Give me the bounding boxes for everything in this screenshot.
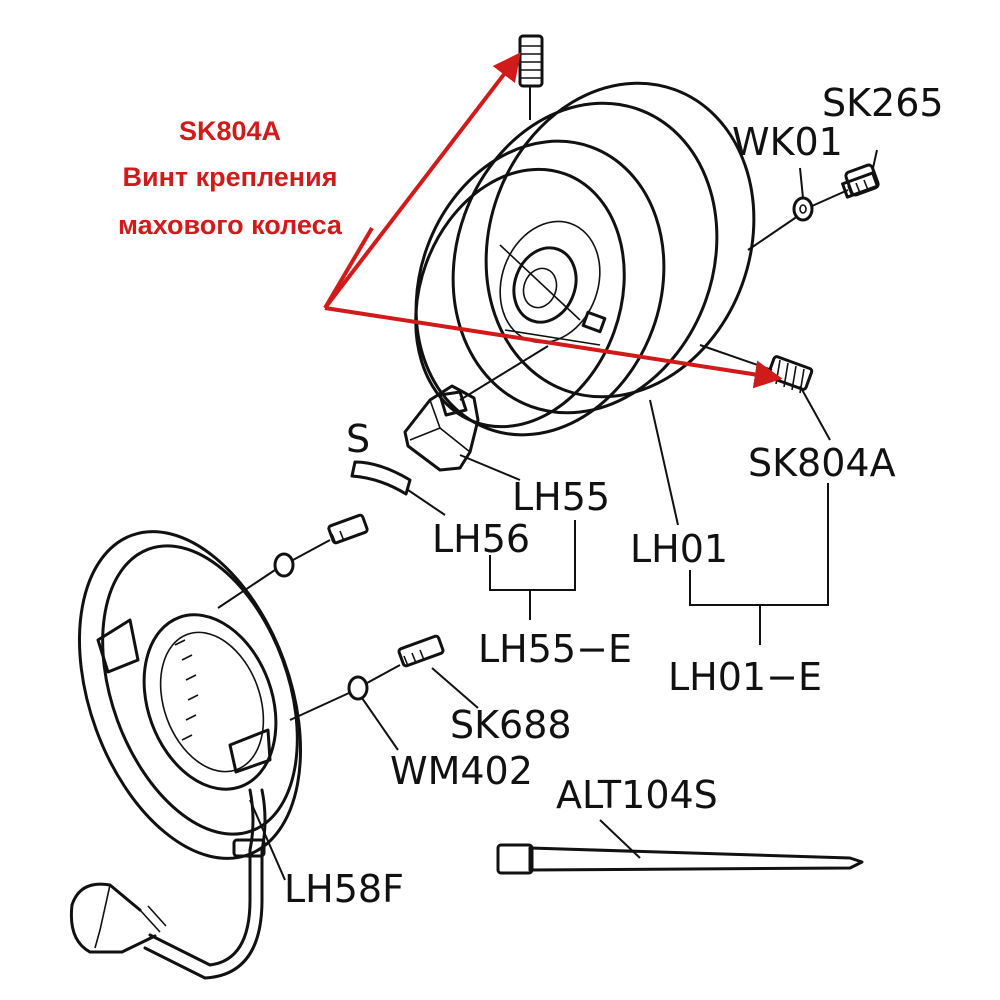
label-sk804a: SK804A xyxy=(748,441,896,485)
sk688-bolt xyxy=(289,634,445,721)
top-set-screw xyxy=(518,34,544,88)
middle-bolt xyxy=(217,513,369,609)
label-sk265: SK265 xyxy=(822,81,944,125)
sk265-bolt xyxy=(841,163,880,199)
label-lh01e: LH01−E xyxy=(668,655,822,699)
label-alt104s: ALT104S xyxy=(556,773,718,817)
lh55-part xyxy=(403,384,480,472)
label-lh56: LH56 xyxy=(432,517,530,561)
sk804a-screw xyxy=(766,355,814,394)
callout-line2: махового колеса xyxy=(118,210,343,240)
lh56-part xyxy=(350,460,412,496)
callout-code: SK804A xyxy=(179,116,281,146)
label-sk688: SK688 xyxy=(450,703,572,747)
label-lh01: LH01 xyxy=(630,527,728,571)
label-lh58f: LH58F xyxy=(284,867,404,911)
leader-lines xyxy=(249,149,878,881)
bracket-lh55e xyxy=(489,520,576,620)
wk01-washer xyxy=(792,196,814,222)
ignition-wire xyxy=(69,788,267,980)
callout-arrows xyxy=(323,52,783,389)
label-lh55: LH55 xyxy=(512,475,610,519)
label-s: S xyxy=(346,417,370,461)
label-wk01: WK01 xyxy=(732,120,843,164)
flywheel-drawing xyxy=(414,81,849,437)
label-wm402: WM402 xyxy=(390,749,533,793)
bracket-lh01e xyxy=(689,483,829,645)
callout-line1: Винт крепления xyxy=(123,162,338,192)
label-lh55e: LH55−E xyxy=(478,627,632,671)
alt104s-cable-tie xyxy=(496,843,864,875)
